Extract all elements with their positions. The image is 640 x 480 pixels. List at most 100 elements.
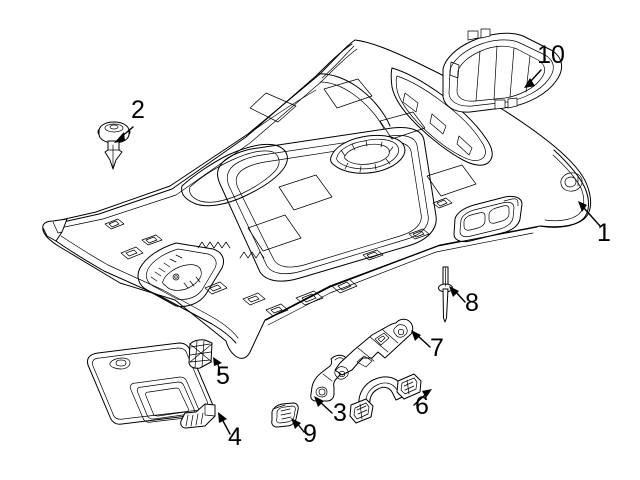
boss-9-inner — [366, 251, 379, 259]
overhead-console-trim-group[interactable] — [442, 28, 563, 113]
headliner-front-curve — [321, 45, 355, 79]
clip-head-center — [109, 124, 119, 130]
grab-handle-pad-right — [396, 373, 422, 400]
dome-light-seg-3 — [365, 140, 368, 147]
callout-leader-7 — [411, 330, 431, 348]
sunroof-opening-inner2 — [235, 142, 422, 268]
boss-9-outer — [362, 249, 384, 261]
headliner-left-lower-rail-inner — [60, 235, 239, 339]
dome-light-ring — [336, 138, 399, 170]
reading-light-lens-right — [488, 205, 510, 224]
grab-handle-group[interactable] — [349, 373, 422, 424]
headliner-panel-group[interactable] — [42, 39, 592, 359]
visor-clip-edge-bot — [189, 359, 211, 363]
callout-leader-8 — [449, 286, 466, 303]
bracket-hook-arm — [356, 355, 373, 368]
reading-light-housing-inner — [459, 201, 515, 238]
seam-panel-5 — [247, 214, 302, 252]
rivet-shank — [442, 288, 449, 323]
boss-10-outer — [408, 228, 430, 240]
callout-leader-6 — [413, 389, 432, 406]
trim-cap-rib-1 — [280, 408, 291, 412]
boss-2-outer — [141, 234, 163, 246]
boss-4-inner — [209, 284, 222, 292]
trim-cap-bevel — [272, 404, 286, 410]
console-mount-strip-top — [317, 73, 391, 127]
bracket-eyelet-bottom — [334, 366, 349, 380]
visor-clip-rib-v2 — [201, 340, 205, 368]
visor-pivot-hole — [115, 359, 127, 367]
callout-label-3: 3 — [333, 399, 347, 427]
coat-hook-fold-line — [322, 373, 333, 382]
sun-visor-group[interactable] — [87, 342, 216, 429]
boss-6-outer — [265, 303, 289, 317]
headliner-panel-seams — [247, 78, 477, 252]
dome-light-seg-8 — [374, 163, 377, 171]
console-storage-recess[interactable] — [137, 242, 225, 307]
visor-pivot-boss — [109, 357, 131, 370]
trim-rail-notch-2 — [429, 113, 447, 135]
console-recess-inner — [146, 248, 217, 300]
headliner-top-left-edge-inner — [59, 48, 358, 229]
console-trim-lug-top-2 — [480, 28, 491, 39]
headliner-right-pillar-edge — [539, 149, 589, 228]
seam-panel-3 — [278, 174, 333, 211]
rear-reading-light-assembly[interactable] — [453, 195, 523, 243]
recess-rib-9 — [195, 276, 201, 283]
trim-cap-rib-2 — [280, 412, 292, 416]
reading-light-lens-left — [463, 212, 486, 231]
console-trim-outer — [442, 32, 563, 113]
visor-clip-diag-2 — [189, 343, 213, 363]
callout-leader-9 — [291, 418, 305, 433]
trim-rail-notch-1 — [402, 92, 419, 113]
bracket-edge-line-2 — [357, 347, 375, 362]
headliner-left-corner-fold — [52, 221, 63, 234]
console-trim-seg-2 — [493, 45, 498, 101]
headliner-front-rail-recess-inner — [189, 150, 280, 203]
sunroof-opening-outer — [217, 127, 437, 282]
recess-rib-8 — [189, 280, 195, 287]
console-trim-seg-3 — [509, 47, 515, 98]
grab-handle-pad-right-inner — [400, 377, 418, 395]
callout-label-6: 6 — [415, 392, 429, 420]
callout-label-4: 4 — [228, 423, 242, 451]
bracket-mid-boss — [374, 332, 390, 346]
console-recess-outer — [137, 242, 225, 307]
dome-light-seg-2 — [351, 143, 356, 151]
boss-3-outer — [120, 246, 144, 260]
boss-8-outer — [331, 278, 358, 294]
bracket-eyelet-top-hole — [397, 328, 405, 336]
callout-leader-4 — [218, 412, 231, 435]
console-recess-pocket — [162, 264, 202, 291]
boss-1-inner — [108, 220, 120, 228]
visor-lug-rib-3 — [195, 413, 199, 426]
visor-lug-rib-1 — [185, 414, 189, 427]
headliner-seam-zigzag-right — [239, 251, 265, 259]
recess-rib-4 — [163, 262, 171, 268]
boss-10-inner — [412, 230, 425, 238]
visor-clip-rib-v1 — [194, 340, 198, 369]
recess-rib-7 — [183, 282, 189, 289]
recess-rib-6 — [175, 254, 183, 259]
dome-light-assembly[interactable] — [330, 134, 406, 174]
visor-lug-rib-4 — [200, 412, 204, 425]
recess-rib-2 — [154, 271, 162, 277]
boss-11-inner — [436, 199, 448, 207]
seam-panel-1 — [323, 78, 373, 109]
reading-light-switch — [503, 198, 519, 207]
trim-cap-group[interactable] — [271, 402, 299, 428]
boss-2-inner — [145, 236, 158, 244]
dome-light-seg-7 — [359, 165, 362, 173]
boss-5-inner — [247, 295, 260, 303]
callout-leader-10 — [524, 69, 542, 88]
handle-bracket-group[interactable] — [334, 318, 414, 380]
boss-3-inner — [125, 249, 138, 257]
pad-right-rib-2 — [404, 385, 415, 391]
callout-leader-2 — [114, 126, 134, 143]
visor-support-clip-group[interactable] — [188, 339, 213, 369]
headliner-rear-edge-inner — [267, 232, 534, 326]
pad-right-rib-1 — [403, 381, 414, 387]
trim-rail-notch-3 — [456, 135, 473, 156]
headliner-mounting-bosses — [104, 197, 453, 317]
